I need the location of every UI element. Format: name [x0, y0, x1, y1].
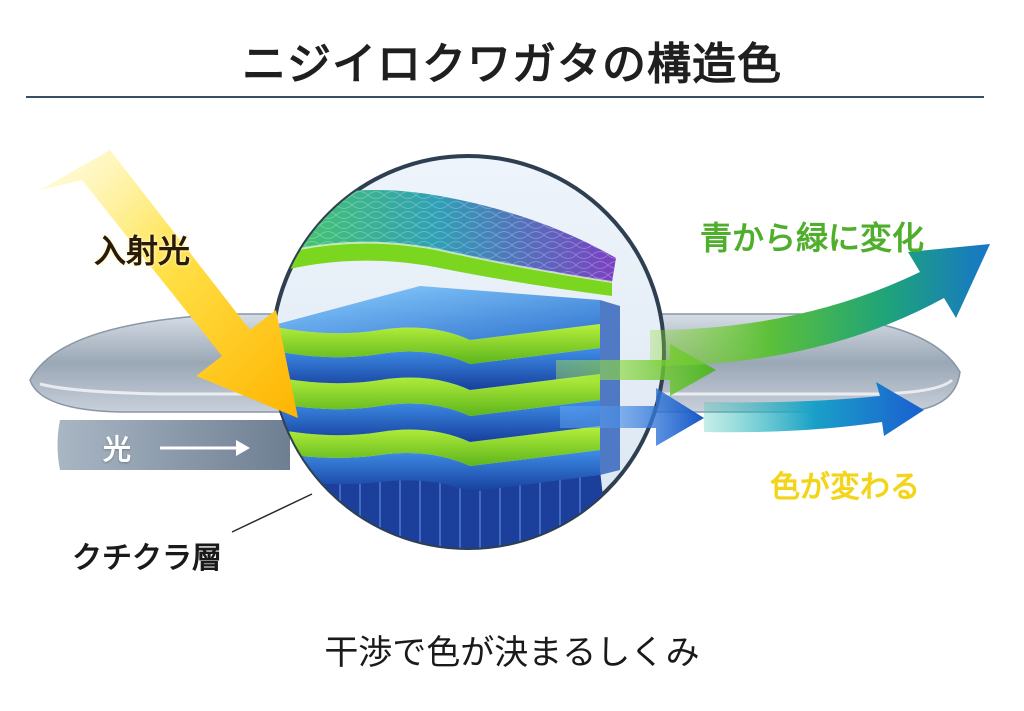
- scaled-top-sheet-edge: [272, 241, 613, 283]
- layer-blue-1: [272, 450, 600, 492]
- base-layer: [272, 470, 610, 548]
- layer-green-2: [272, 374, 600, 416]
- incident-light-label: 入射光: [94, 232, 191, 270]
- light-bar: [57, 420, 290, 470]
- shell-inner-band: [39, 378, 954, 396]
- green-under-sheet: [272, 241, 612, 296]
- color-change-label: 色が変わる: [770, 470, 920, 505]
- reflected-lower-arrow: [704, 382, 924, 436]
- light-label: 光: [103, 433, 132, 466]
- diagram-caption: 干渉で色が決まるしくみ: [324, 633, 700, 673]
- cuticle-leader-line: [231, 493, 313, 533]
- layer-green-1: [272, 426, 600, 466]
- blue-to-green-label: 青から緑に変化: [700, 219, 925, 257]
- layer-blue-3: [272, 348, 600, 390]
- light-bar-arrowhead: [236, 440, 250, 456]
- reflected-blue-arrow: [560, 388, 704, 446]
- stack-side-face: [600, 300, 620, 475]
- reflected-upper-arrow: [650, 244, 990, 366]
- scaled-top-sheet-texture: [272, 190, 616, 282]
- layer-blue-2: [272, 400, 600, 442]
- incident-light-arrow: [40, 150, 298, 418]
- layer-green-3: [272, 324, 600, 364]
- cuticle-layer-label: クチクラ層: [72, 541, 222, 576]
- diagram-title: ニジイロクワガタの構造色: [242, 39, 782, 90]
- title-divider: [26, 96, 984, 98]
- stack-top-face: [272, 286, 600, 340]
